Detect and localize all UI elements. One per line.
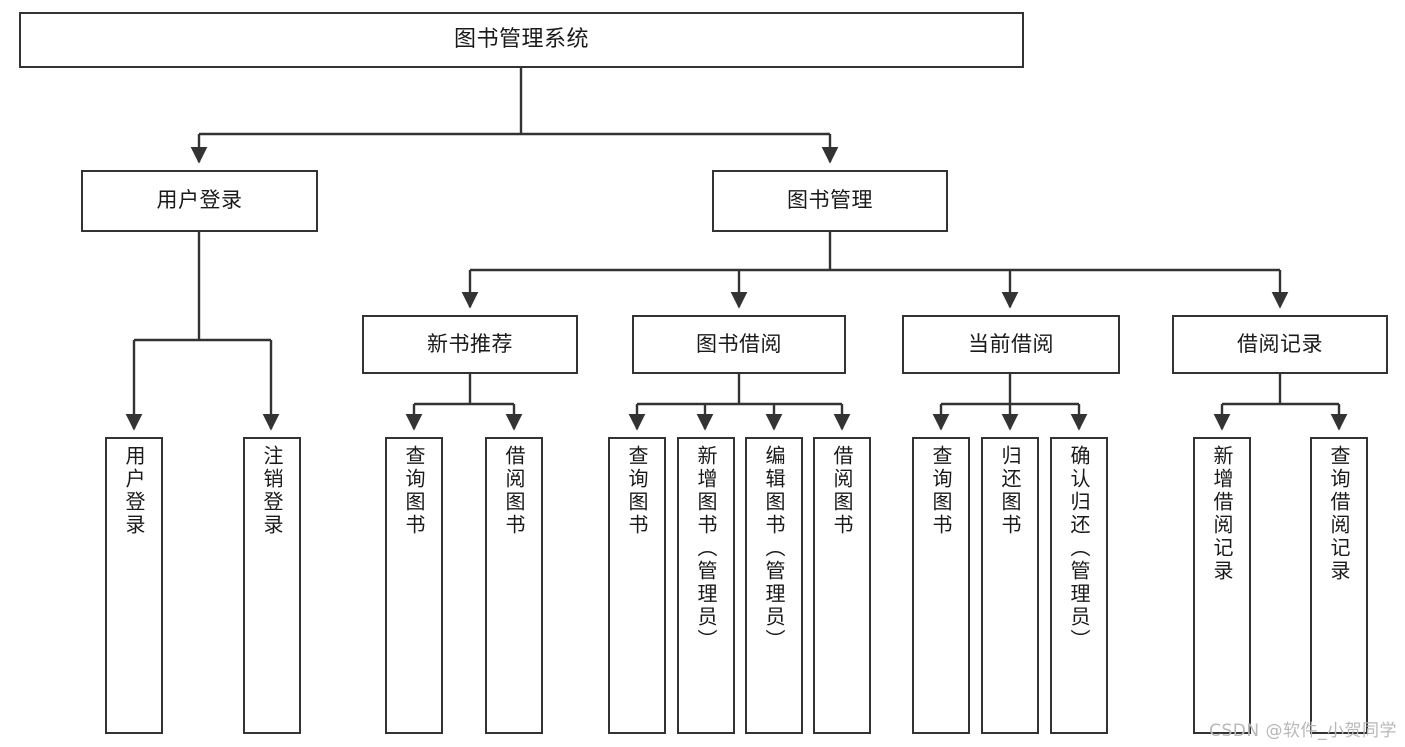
leaf-user-login[interactable]: 用户登录	[105, 437, 163, 734]
leaf-edit-book-admin[interactable]: 编辑图书（管理员）	[745, 437, 803, 734]
leaf-query-book-borrow[interactable]: 查询图书	[608, 437, 666, 734]
node-label: 用户登录	[156, 188, 243, 213]
node-label: 查询借阅记录	[1327, 445, 1351, 583]
node-user-login[interactable]: 用户登录	[81, 170, 318, 232]
leaf-add-borrow-record[interactable]: 新增借阅记录	[1193, 437, 1251, 734]
node-label: 新增借阅记录	[1210, 445, 1234, 583]
leaf-confirm-return-admin[interactable]: 确认归还（管理员）	[1050, 437, 1108, 734]
node-label: 图书管理	[787, 188, 873, 213]
node-label: 注销登录	[260, 445, 284, 537]
node-borrow-record[interactable]: 借阅记录	[1172, 315, 1388, 374]
leaf-logout[interactable]: 注销登录	[243, 437, 301, 734]
node-label: 查询图书	[625, 445, 649, 537]
csdn-watermark: CSDN @软件_小贺同学	[1209, 721, 1397, 741]
node-label: 查询图书	[402, 445, 426, 537]
leaf-return-book[interactable]: 归还图书	[981, 437, 1039, 734]
node-label: 借阅图书	[830, 445, 854, 537]
node-label: 用户登录	[122, 445, 146, 537]
node-label: 查询图书	[929, 445, 953, 537]
leaf-query-book-recommend[interactable]: 查询图书	[385, 437, 443, 734]
node-book-management[interactable]: 图书管理	[712, 170, 948, 232]
node-label: 新增图书（管理员）	[694, 445, 718, 652]
node-label: 图书管理系统	[453, 26, 589, 52]
node-label: 归还图书	[998, 445, 1022, 537]
node-label: 确认归还（管理员）	[1067, 445, 1091, 652]
leaf-borrow-book[interactable]: 借阅图书	[813, 437, 871, 734]
node-book-borrow[interactable]: 图书借阅	[632, 315, 846, 374]
node-label: 图书借阅	[696, 331, 782, 356]
leaf-add-book-admin[interactable]: 新增图书（管理员）	[677, 437, 735, 734]
node-label: 当前借阅	[968, 331, 1054, 356]
node-new-book-recommend[interactable]: 新书推荐	[362, 315, 578, 374]
node-label: 借阅记录	[1237, 331, 1323, 356]
node-label: 新书推荐	[427, 331, 513, 356]
leaf-query-borrow-record[interactable]: 查询借阅记录	[1310, 437, 1368, 734]
leaf-borrow-book-recommend[interactable]: 借阅图书	[485, 437, 543, 734]
node-label: 编辑图书（管理员）	[762, 445, 786, 652]
node-current-borrow[interactable]: 当前借阅	[902, 315, 1120, 374]
node-root-book-management-system[interactable]: 图书管理系统	[19, 12, 1024, 68]
node-label: 借阅图书	[502, 445, 526, 537]
leaf-query-book-current[interactable]: 查询图书	[912, 437, 970, 734]
